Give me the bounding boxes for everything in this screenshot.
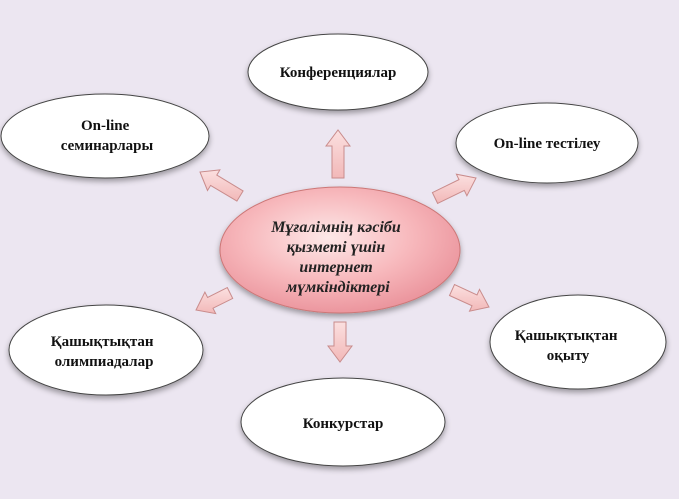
svg-text:Конкурстар: Конкурстар	[303, 416, 384, 432]
arrow-to-distance-olympiads	[195, 286, 234, 315]
arrow-to-online-testing	[431, 173, 477, 205]
center-line-1: Мұғалімнің кәсіби	[270, 219, 401, 236]
arrow-to-online-seminars	[199, 169, 244, 202]
svg-text:On-line тестілеу: On-line тестілеу	[494, 136, 601, 152]
svg-text:Қашықтықтан олимпиадалар: Қашықтықтан олимпиадалар	[51, 334, 158, 370]
node-online-seminars-line-2: семинарлары	[61, 138, 154, 154]
center-line-3: интернет	[299, 259, 372, 276]
node-online-seminars-line-1: On-line	[81, 118, 130, 134]
arrow-to-distance-learning	[448, 283, 490, 312]
svg-text:Конференциялар: Конференциялар	[280, 65, 397, 81]
center-line-4: мүмкіндіктері	[285, 279, 390, 296]
node-conferences: Конференциялар	[247, 33, 429, 111]
node-conferences-line-1: Конференциялар	[280, 65, 397, 81]
svg-text:Мұғалімнің кәсіби қызмет: Мұғалімнің кәсіби қызметі үшін интернет …	[270, 219, 405, 296]
node-distance-learning-line-1: Қашықтықтан	[515, 328, 618, 344]
node-distance-learning-line-2: оқыту	[547, 348, 590, 364]
node-distance-olympiads-line-2: олимпиадалар	[55, 354, 154, 370]
svg-text:On-line семинарлары: On-line семинарлары	[61, 118, 154, 154]
node-contests-line-1: Конкурстар	[303, 416, 384, 432]
center-node: Мұғалімнің кәсіби қызметі үшін интернет …	[219, 186, 461, 314]
arrow-to-conferences	[325, 129, 351, 179]
node-distance-learning: Қашықтықтан оқыту	[489, 294, 667, 390]
node-contests: Конкурстар	[240, 377, 446, 467]
svg-text:Қашықтықтан оқыту: Қашықтықтан оқыту	[515, 328, 622, 364]
node-online-seminars: On-line семинарлары	[0, 93, 210, 179]
node-distance-olympiads-line-1: Қашықтықтан	[51, 334, 154, 350]
node-online-testing-line-1: On-line тестілеу	[494, 136, 601, 152]
arrow-to-contests	[327, 321, 353, 363]
node-distance-olympiads: Қашықтықтан олимпиадалар	[8, 304, 204, 396]
node-online-testing: On-line тестілеу	[455, 102, 639, 184]
center-line-2: қызметі үшін	[287, 239, 386, 256]
